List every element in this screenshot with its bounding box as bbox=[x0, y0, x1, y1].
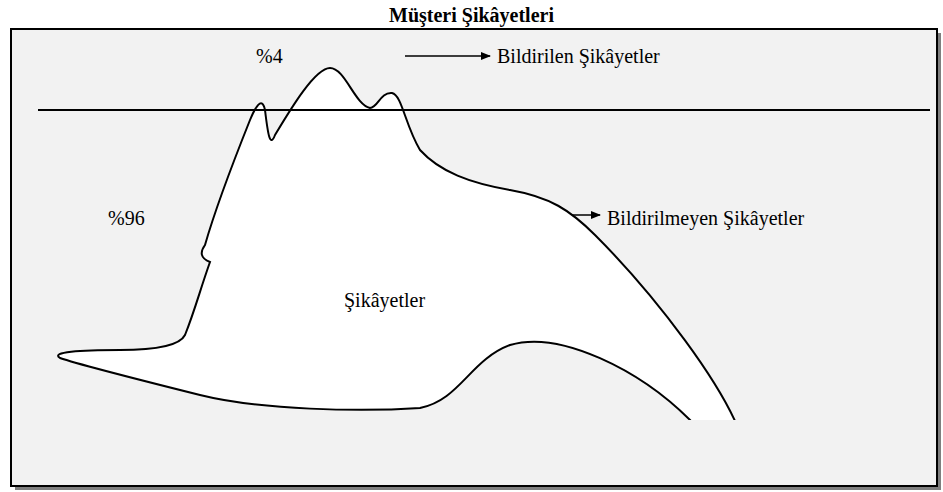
node-text: Şikâyetler bbox=[344, 288, 425, 312]
percent-label: %4 bbox=[256, 44, 283, 68]
water-line bbox=[50, 109, 755, 111]
iceberg-shape: Şikâyetler bbox=[50, 60, 755, 420]
iceberg-outline bbox=[50, 60, 755, 420]
callout-label: Bildirilmeyen Şikâyetler bbox=[607, 206, 804, 230]
water-line bbox=[38, 109, 930, 111]
percent-label: %96 bbox=[108, 206, 145, 230]
frame-box bbox=[11, 29, 937, 486]
pointer-arrow bbox=[405, 55, 490, 57]
iceberg-outline bbox=[58, 68, 745, 420]
diagram-title: Müşteri Şikâyetleri bbox=[389, 3, 554, 27]
callout-label: Bildirilen Şikâyetler bbox=[497, 44, 660, 68]
